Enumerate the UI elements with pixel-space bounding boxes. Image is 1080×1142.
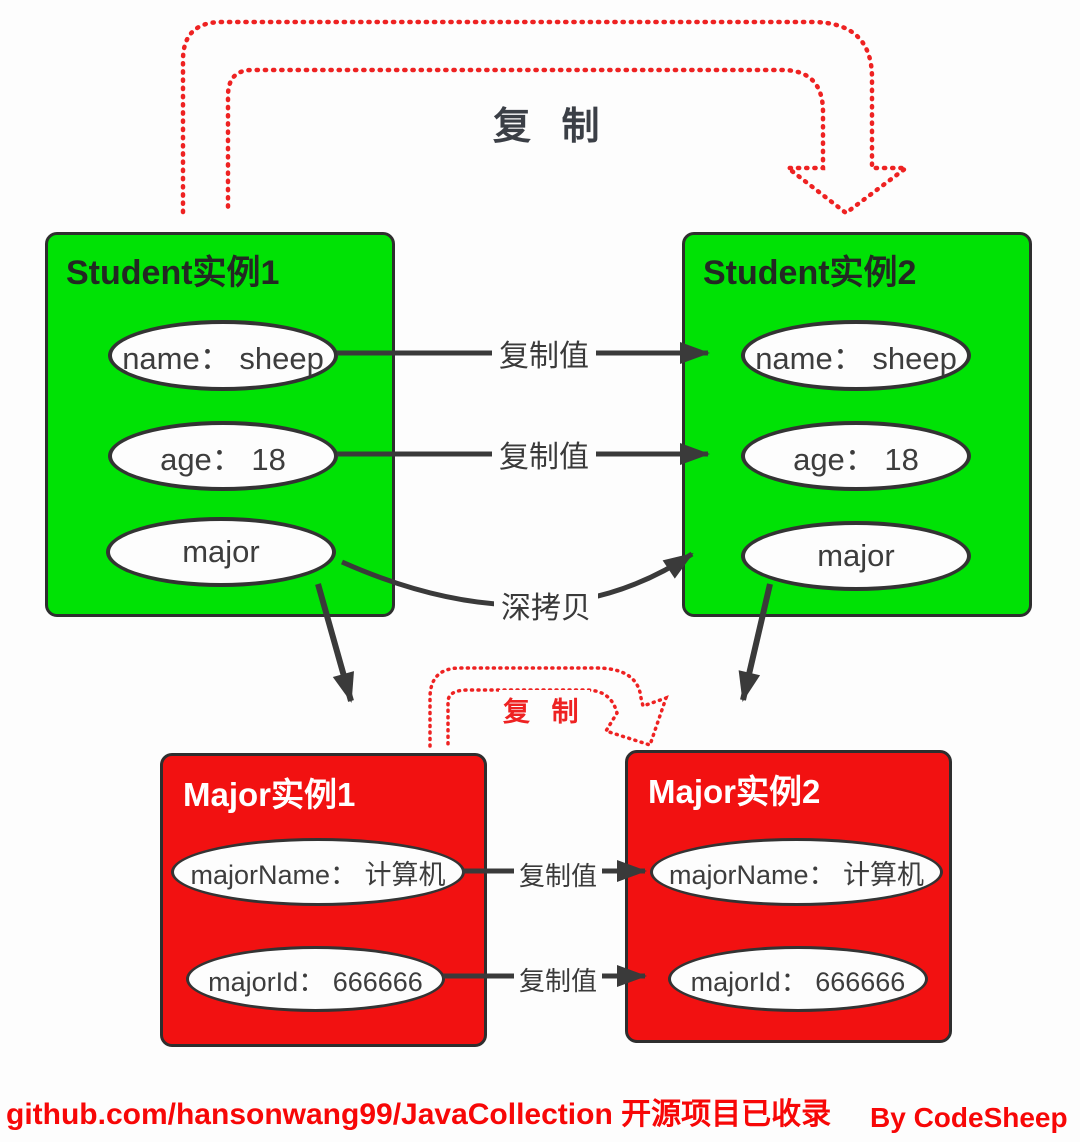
copy-value-label-3: 复制值 [514,855,603,894]
footer-repo-link[interactable]: github.com/hansonwang99/JavaCollection 开… [6,1098,832,1131]
student1-oval-major: major [106,517,336,587]
copy-value-label-2: 复制值 [492,431,596,477]
major1-box: Major实例1 majorName： 计算机 majorId： 666666 [160,753,487,1047]
student1-box: Student实例1 name： sheep age： 18 major [45,232,395,617]
major2-box: Major实例2 majorName： 计算机 majorId： 666666 [625,750,952,1043]
student2-oval-age: age： 18 [741,421,971,491]
major2-oval-majorname: majorName： 计算机 [650,838,943,906]
major1-oval-majorname: majorName： 计算机 [171,838,465,906]
copy-value-label-1: 复制值 [492,330,596,376]
student2-title: Student实例2 [703,254,917,292]
footer-credit: By CodeSheep [870,1102,1068,1133]
major2-oval-majorid: majorId： 666666 [668,946,928,1012]
copy-label-top: 复 制 [493,106,610,148]
student2-oval-major: major [741,521,971,591]
copy-label-bottom: 复 制 [499,690,590,729]
major1-title: Major实例1 [183,776,356,813]
student1-oval-name: name： sheep [108,320,338,391]
student1-oval-age: age： 18 [108,421,338,491]
major2-title: Major实例2 [648,773,821,810]
student2-box: Student实例2 name： sheep age： 18 major [682,232,1032,617]
deep-copy-label: 深拷贝 [494,582,598,628]
copy-value-label-4: 复制值 [514,960,603,999]
student2-oval-name: name： sheep [741,320,971,391]
major1-oval-majorid: majorId： 666666 [186,946,445,1012]
student1-title: Student实例1 [66,254,280,292]
